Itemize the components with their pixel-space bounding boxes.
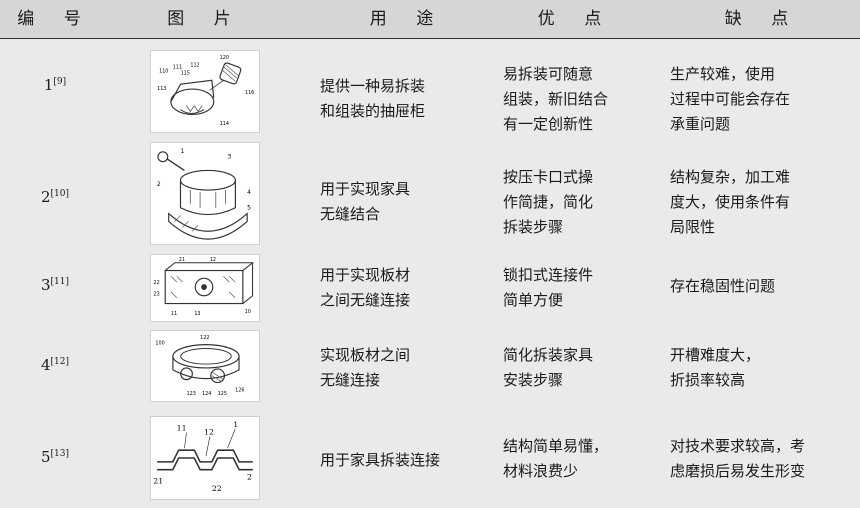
figure-label: 100 [155,341,164,347]
row-number: 4[12] [0,356,110,374]
figure-label: 21 [153,476,163,485]
figure-label: 12 [204,428,214,437]
lock-connector-drawing: 21 12 22 23 11 13 10 [150,254,260,322]
advantage-text: 结构简单易懂， 材料浪费少 [503,437,609,480]
figure-label: 123 [187,391,196,397]
figure-label: 12 [210,257,216,263]
header-use: 用 途 [369,9,446,29]
advantage-text: 锁扣式连接件 简单方便 [503,266,594,309]
header-advantage: 优 点 [537,9,614,29]
lock-connector-figure: 21 12 22 23 11 13 10 [154,257,255,317]
figure-label: 23 [154,292,160,298]
snap-profile-drawing: 11 12 1 21 2 22 [150,416,260,500]
figure-label: 111 [173,65,182,71]
figure-label: 11 [171,311,177,317]
header-no: 编 号 [17,9,93,29]
table-row: 3[11] 21 12 22 23 11 13 10 用于实现板材 之间无缝连接… [0,250,860,326]
figure-label: 1 [180,149,184,155]
cam-lock-figure: 1 3 2 4 5 [157,149,251,240]
figure-label: 1 [233,420,238,429]
row-number-value: 3 [40,276,51,294]
advantage-text: 简化拆装家具 安装步骤 [503,346,594,389]
reference-mark: [9] [53,77,67,87]
table-row: 1[9] 120 110 111 112 113 115 116 114 提供一… [0,38,860,138]
use-text: 提供一种易拆装 和组装的抽屉柜 [320,77,426,120]
disadvantage-text: 生产较难，使用 过程中可能会存在 承重问题 [670,65,791,133]
disadvantage-text: 存在稳固性问题 [670,277,776,295]
drawer-connector-figure: 120 110 111 112 113 115 116 114 [157,55,254,127]
disadvantage-text: 结构复杂，加工难 度大，使用条件有 局限性 [670,168,791,236]
figure-label: 115 [181,70,190,76]
table-row: 2[10] 1 3 2 4 5 用于实现家具 无缝结合 按压卡口式操 作简捷，简… [0,138,860,250]
row-number-value: 4 [40,356,51,374]
row-number: 3[11] [0,276,110,294]
snap-profile-figure: 11 12 1 21 2 22 [153,420,253,493]
row-number: 2[10] [0,188,110,206]
advantage-text: 易拆装可随意 组装，新旧结合 有一定创新性 [503,65,609,133]
figure-label: 122 [200,335,209,341]
reference-mark: [13] [50,449,70,459]
table-row: 4[12] 122 100 123 124 125 126 实现板材之间 无缝连… [0,326,860,410]
figure-label: 4 [247,190,251,196]
figure-label: 112 [190,63,199,69]
figure-label: 110 [159,68,168,74]
disadvantage-text: 开槽难度大， 折损率较高 [670,346,761,389]
figure-label: 124 [202,391,211,397]
figure-label: 22 [212,484,222,493]
ring-connector-figure: 122 100 123 124 125 126 [155,335,244,397]
header-image: 图 片 [167,9,243,29]
figure-label: 126 [235,387,244,393]
advantage-text: 按压卡口式操 作简捷，简化 拆装步骤 [503,168,594,236]
figure-label: 21 [179,257,185,263]
reference-mark: [11] [50,277,70,287]
use-text: 用于实现板材 之间无缝连接 [320,266,411,309]
figure-label: 2 [247,472,252,481]
figure-label: 11 [177,424,187,433]
table-header: 编 号 图 片 用 途 优 点 缺 点 [0,0,860,39]
use-text: 实现板材之间 无缝连接 [320,346,411,389]
figure-label: 3 [228,155,232,161]
reference-mark: [10] [50,189,70,199]
figure-label: 116 [245,90,254,96]
figure-label: 5 [247,206,251,212]
row-number: 1[9] [0,76,110,94]
figure-label: 13 [194,311,200,317]
use-text: 用于家具拆装连接 [320,451,441,469]
disadvantage-text: 对技术要求较高，考 虑磨损后易发生形变 [670,437,806,480]
figure-label: 120 [220,55,229,61]
figure-label: 113 [157,86,166,92]
use-text: 用于实现家具 无缝结合 [320,180,411,223]
row-number-value: 1 [43,76,54,94]
reference-mark: [12] [50,357,70,367]
row-number-value: 2 [40,188,51,206]
figure-label: 2 [157,182,161,188]
figure-label: 10 [245,309,251,315]
header-disadvantage: 缺 点 [724,9,801,29]
figure-label: 125 [218,391,227,397]
row-number: 5[13] [0,448,110,466]
drawer-connector-drawing: 120 110 111 112 113 115 116 114 [150,50,260,133]
figure-label: 114 [220,121,229,127]
figure-label: 22 [154,280,160,286]
table-row: 5[13] 11 12 1 21 2 22 用于家具拆装连接 结构简单易懂， 材… [0,410,860,508]
ring-connector-drawing: 122 100 123 124 125 126 [150,330,260,402]
row-number-value: 5 [40,448,51,466]
cam-lock-drawing: 1 3 2 4 5 [150,142,260,245]
